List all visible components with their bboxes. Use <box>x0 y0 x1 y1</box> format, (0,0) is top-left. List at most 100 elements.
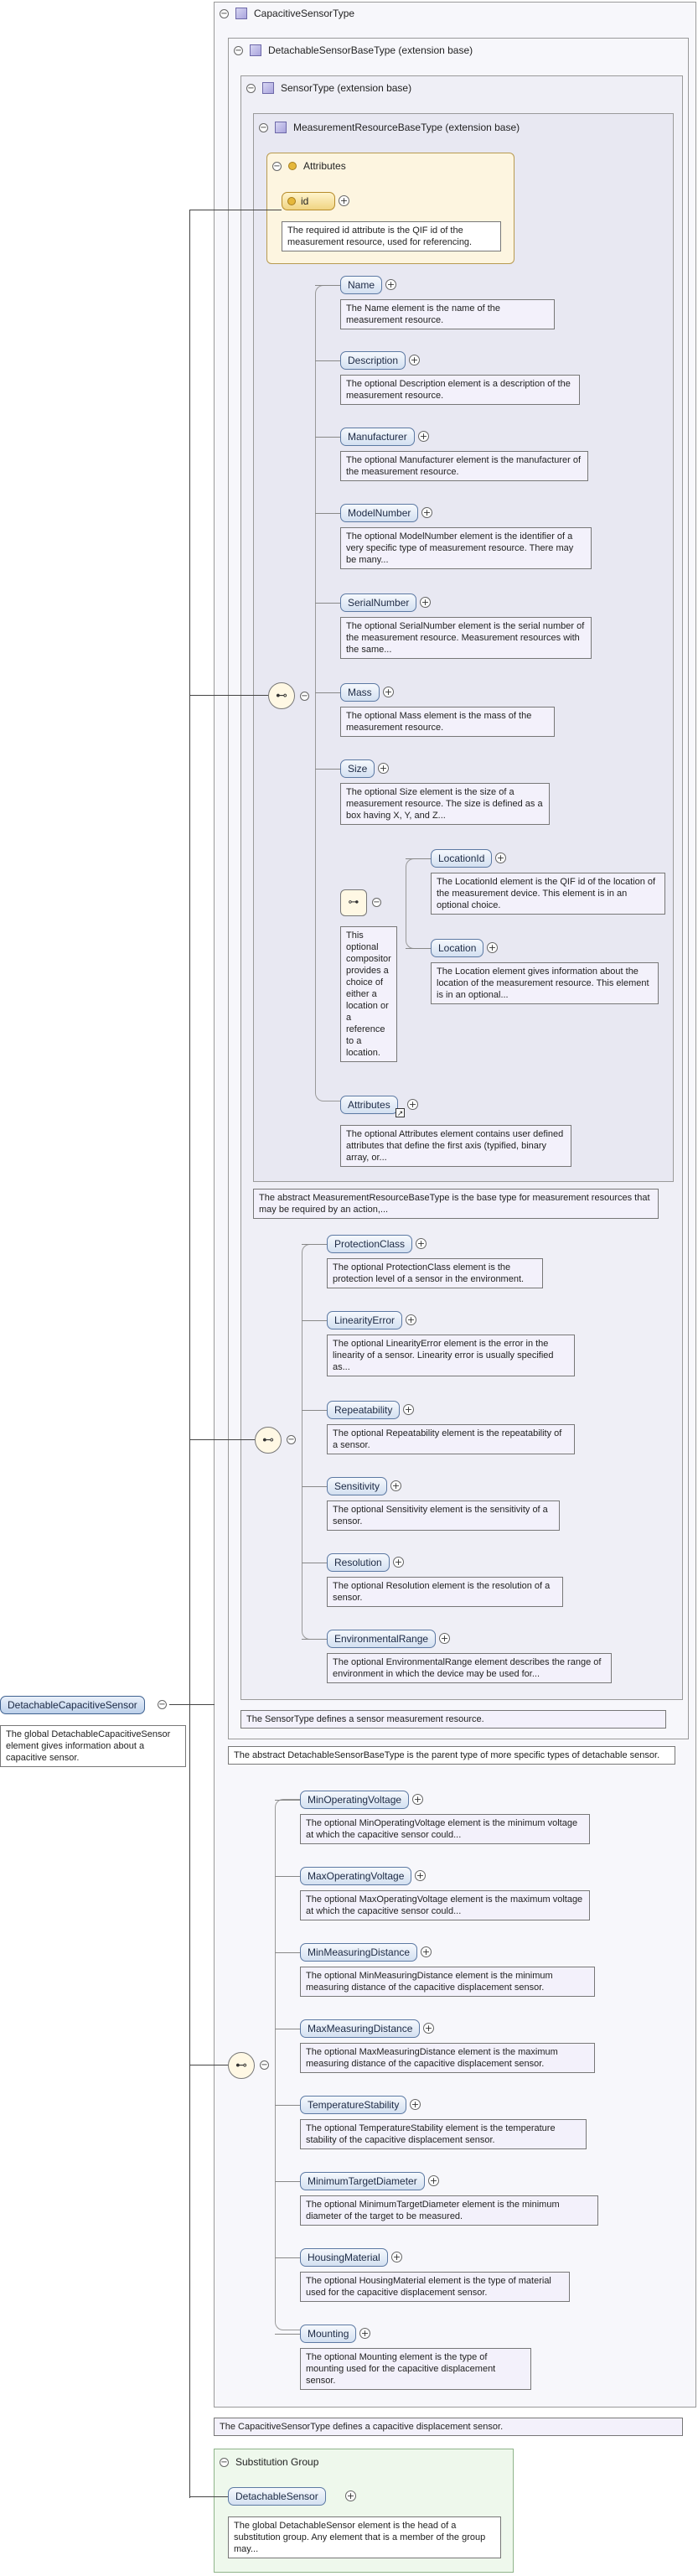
sequence-icon[interactable]: ⊷ <box>268 682 295 709</box>
connector-line <box>315 692 340 693</box>
schema-element[interactable]: MaxOperatingVoltage <box>300 1867 412 1885</box>
schema-element[interactable]: LocationId <box>431 849 493 868</box>
expand-icon[interactable]: + <box>421 1946 432 1957</box>
expand-icon[interactable]: + <box>383 687 394 697</box>
connector-line <box>406 858 431 859</box>
expand-icon[interactable]: + <box>390 1480 401 1491</box>
schema-element[interactable]: SerialNumber <box>340 593 417 612</box>
collapse-icon[interactable]: − <box>300 692 309 701</box>
element-doc: The LocationId element is the QIF id of … <box>431 873 665 915</box>
sequence-icon[interactable]: ⊷ <box>255 1427 282 1454</box>
collapse-icon[interactable]: − <box>220 8 229 18</box>
reference-link-icon[interactable]: ↗ <box>396 1108 405 1117</box>
element-doc: The optional ProtectionClass element is … <box>327 1258 543 1288</box>
expand-icon[interactable]: + <box>487 942 498 953</box>
schema-element[interactable]: Mass <box>340 683 380 702</box>
id-attribute-label: id <box>301 195 309 207</box>
schema-element[interactable]: Manufacturer <box>340 428 415 446</box>
element-doc: The optional MinMeasuringDistance elemen… <box>300 1967 595 1997</box>
element-doc: The optional MaxOperatingVoltage element… <box>300 1890 590 1920</box>
schema-element[interactable]: MaxMeasuringDistance <box>300 2019 421 2038</box>
element-doc: The optional SerialNumber element is the… <box>340 617 592 659</box>
expand-icon[interactable]: + <box>391 2252 402 2262</box>
schema-element[interactable]: HousingMaterial <box>300 2248 388 2267</box>
expand-icon[interactable]: + <box>428 2175 439 2186</box>
schema-element[interactable]: Size <box>340 759 375 778</box>
collapse-icon[interactable]: − <box>287 1435 296 1444</box>
collapse-icon[interactable]: − <box>260 2060 269 2070</box>
expand-icon[interactable]: + <box>339 195 349 206</box>
schema-element[interactable]: LinearityError <box>327 1311 403 1329</box>
expand-icon[interactable]: + <box>403 1404 414 1415</box>
expand-icon[interactable]: + <box>410 2099 421 2110</box>
expand-icon[interactable]: + <box>416 1238 427 1249</box>
connector-line <box>315 285 340 286</box>
attributes-element[interactable]: Attributes <box>340 1096 398 1114</box>
connector-line <box>302 1639 327 1640</box>
schema-element[interactable]: MinOperatingVoltage <box>300 1791 410 1809</box>
root-element-doc: The global DetachableCapacitiveSensor el… <box>0 1725 186 1767</box>
sequence-icon[interactable]: ⊷ <box>228 2052 255 2079</box>
substitution-group-header: − Substitution Group <box>215 2453 318 2471</box>
schema-element[interactable]: Location <box>431 939 484 957</box>
detachable-sensor-element[interactable]: DetachableSensor <box>228 2487 326 2506</box>
expand-icon[interactable]: + <box>420 597 431 608</box>
collapse-icon[interactable]: − <box>259 122 268 132</box>
choice-icon[interactable]: ⊶ <box>340 889 367 916</box>
expand-icon[interactable]: + <box>415 1870 426 1881</box>
collapse-icon[interactable]: − <box>272 161 282 171</box>
expand-icon[interactable]: + <box>412 1794 423 1805</box>
schema-element[interactable]: EnvironmentalRange <box>327 1630 437 1648</box>
schema-element[interactable]: Mounting <box>300 2325 357 2343</box>
expand-icon[interactable]: + <box>359 2328 370 2339</box>
schema-element[interactable]: ProtectionClass <box>327 1235 413 1253</box>
expand-icon[interactable]: + <box>439 1633 450 1644</box>
connector-line <box>189 210 190 2498</box>
collapse-icon[interactable]: − <box>246 83 256 93</box>
schema-element[interactable]: TemperatureStability <box>300 2096 407 2114</box>
sensor-sequence-bracket <box>302 1244 327 1640</box>
attributes-header: − Attributes <box>267 157 346 175</box>
expand-icon[interactable]: + <box>406 1314 416 1325</box>
collapse-icon[interactable]: − <box>234 45 243 55</box>
sensor-type-doc: The SensorType defines a sensor measurem… <box>240 1710 666 1729</box>
schema-element[interactable]: MinMeasuringDistance <box>300 1943 418 1962</box>
root-element[interactable]: DetachableCapacitiveSensor <box>0 1696 145 1714</box>
connector-line <box>275 2105 300 2106</box>
complex-type-icon <box>250 44 261 56</box>
expand-icon[interactable]: + <box>418 431 429 442</box>
expand-icon[interactable]: + <box>393 1557 404 1568</box>
schema-element[interactable]: Name <box>340 276 383 294</box>
expand-icon[interactable]: + <box>385 279 396 290</box>
connector-line <box>302 1244 327 1245</box>
schema-element[interactable]: Resolution <box>327 1553 390 1572</box>
connector-line <box>315 513 340 514</box>
complex-type-icon <box>275 122 287 133</box>
collapse-icon[interactable]: − <box>220 2457 229 2467</box>
expand-icon[interactable]: + <box>378 763 389 774</box>
measurement-resource-header: − MeasurementResourceBaseType (extension… <box>254 118 520 137</box>
expand-icon[interactable]: + <box>407 1099 418 1110</box>
expand-icon[interactable]: + <box>495 853 506 863</box>
expand-icon[interactable]: + <box>423 2023 434 2034</box>
expand-icon[interactable]: + <box>421 507 432 518</box>
expand-icon[interactable]: + <box>345 2490 356 2501</box>
element-doc: The optional MinOperatingVoltage element… <box>300 1814 590 1844</box>
schema-element[interactable]: Repeatability <box>327 1401 401 1419</box>
connector-line <box>169 1704 215 1705</box>
connector-line <box>275 2257 300 2258</box>
element-doc: The optional Manufacturer element is the… <box>340 451 588 481</box>
element-doc: The Location element gives information a… <box>431 962 659 1004</box>
schema-element[interactable]: ModelNumber <box>340 504 419 522</box>
collapse-icon[interactable]: − <box>158 1700 167 1709</box>
connector-line <box>275 2181 300 2182</box>
id-attribute[interactable]: id <box>282 192 335 210</box>
element-doc: The optional Resolution element is the r… <box>327 1577 563 1607</box>
collapse-icon[interactable]: − <box>372 898 381 907</box>
expand-icon[interactable]: + <box>409 355 420 365</box>
choice-doc: This optional compositor provides a choi… <box>340 926 397 1062</box>
schema-element[interactable]: MinimumTargetDiameter <box>300 2172 425 2190</box>
connector-line <box>302 1486 327 1487</box>
schema-element[interactable]: Description <box>340 351 406 370</box>
schema-element[interactable]: Sensitivity <box>327 1477 388 1495</box>
